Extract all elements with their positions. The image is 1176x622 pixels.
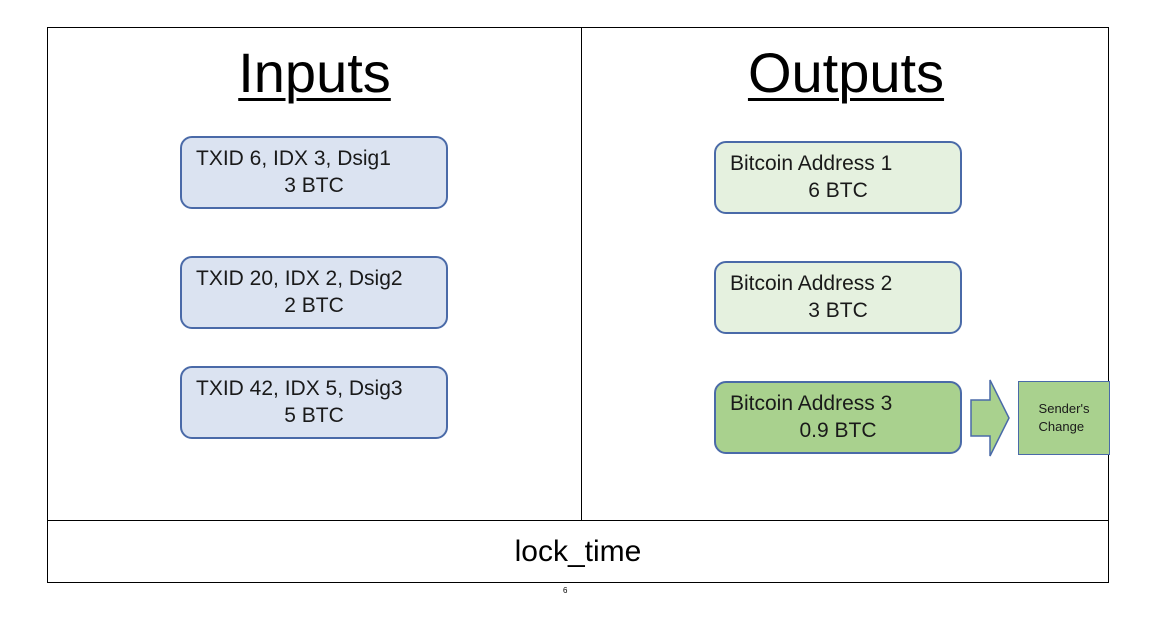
output-1-line1: Bitcoin Address 1: [730, 152, 893, 176]
senders-change-line2: Change: [1038, 419, 1085, 434]
output-2-line1: Bitcoin Address 2: [730, 272, 893, 296]
input-2-line1: TXID 20, IDX 2, Dsig2: [196, 267, 403, 291]
output-box-3: Bitcoin Address 3 0.9 BTC: [714, 381, 962, 454]
input-1-line2: 3 BTC: [284, 173, 344, 197]
input-1-line1: TXID 6, IDX 3, Dsig1: [196, 147, 391, 171]
input-3-line2: 5 BTC: [284, 403, 344, 427]
lock-time-label: lock_time: [514, 535, 642, 568]
input-box-1: TXID 6, IDX 3, Dsig1 3 BTC: [180, 136, 448, 209]
inputs-heading: Inputs: [238, 41, 391, 104]
output-3-line2: 0.9 BTC: [799, 418, 877, 442]
transaction-frame: Inputs Outputs TXID 6, IDX 3, Dsig1 3 BT…: [47, 27, 1110, 583]
right-arrow-icon: [970, 379, 1010, 457]
input-2-line2: 2 BTC: [284, 293, 344, 317]
row-divider: [48, 520, 1108, 521]
input-box-3: TXID 42, IDX 5, Dsig3 5 BTC: [180, 366, 448, 439]
senders-change-line1: Sender's: [1038, 401, 1090, 417]
senders-change-box: Sender's Change: [1018, 381, 1110, 455]
input-box-2: TXID 20, IDX 2, Dsig2 2 BTC: [180, 256, 448, 329]
output-box-1: Bitcoin Address 1 6 BTC: [714, 141, 962, 214]
output-1-line2: 6 BTC: [808, 178, 868, 202]
output-2-line2: 3 BTC: [808, 298, 868, 322]
outputs-heading: Outputs: [747, 41, 945, 104]
input-3-line1: TXID 42, IDX 5, Dsig3: [196, 377, 403, 401]
page-number: 6: [563, 586, 568, 595]
output-3-line1: Bitcoin Address 3: [730, 392, 893, 416]
column-divider: [581, 28, 582, 521]
output-box-2: Bitcoin Address 2 3 BTC: [714, 261, 962, 334]
